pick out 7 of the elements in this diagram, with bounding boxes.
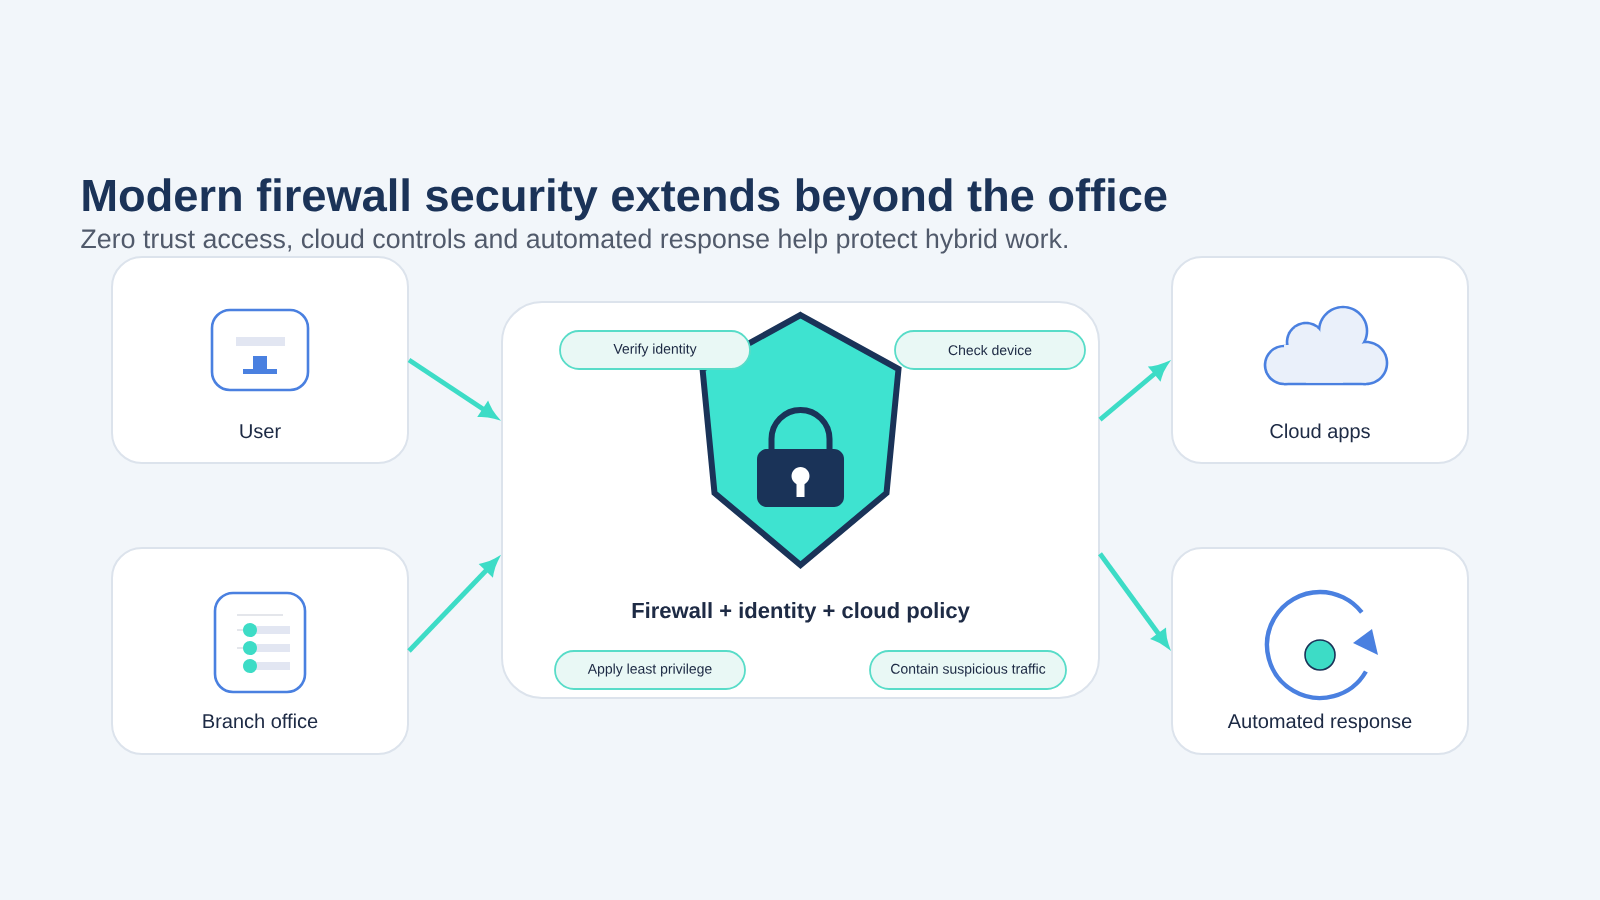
subtitle: Zero trust access, cloud controls and automated response help protect hybrid work.: [81, 228, 1067, 254]
tag-pill: Apply least privilege: [554, 650, 746, 690]
tag-pill: Contain suspicious traffic: [869, 650, 1067, 690]
card: Automated response: [1171, 547, 1469, 755]
tag-pill: Check device: [894, 330, 1086, 370]
tag-pill: Verify identity: [559, 330, 751, 370]
title: Modern firewall security extends beyond the office: [83, 178, 1167, 221]
